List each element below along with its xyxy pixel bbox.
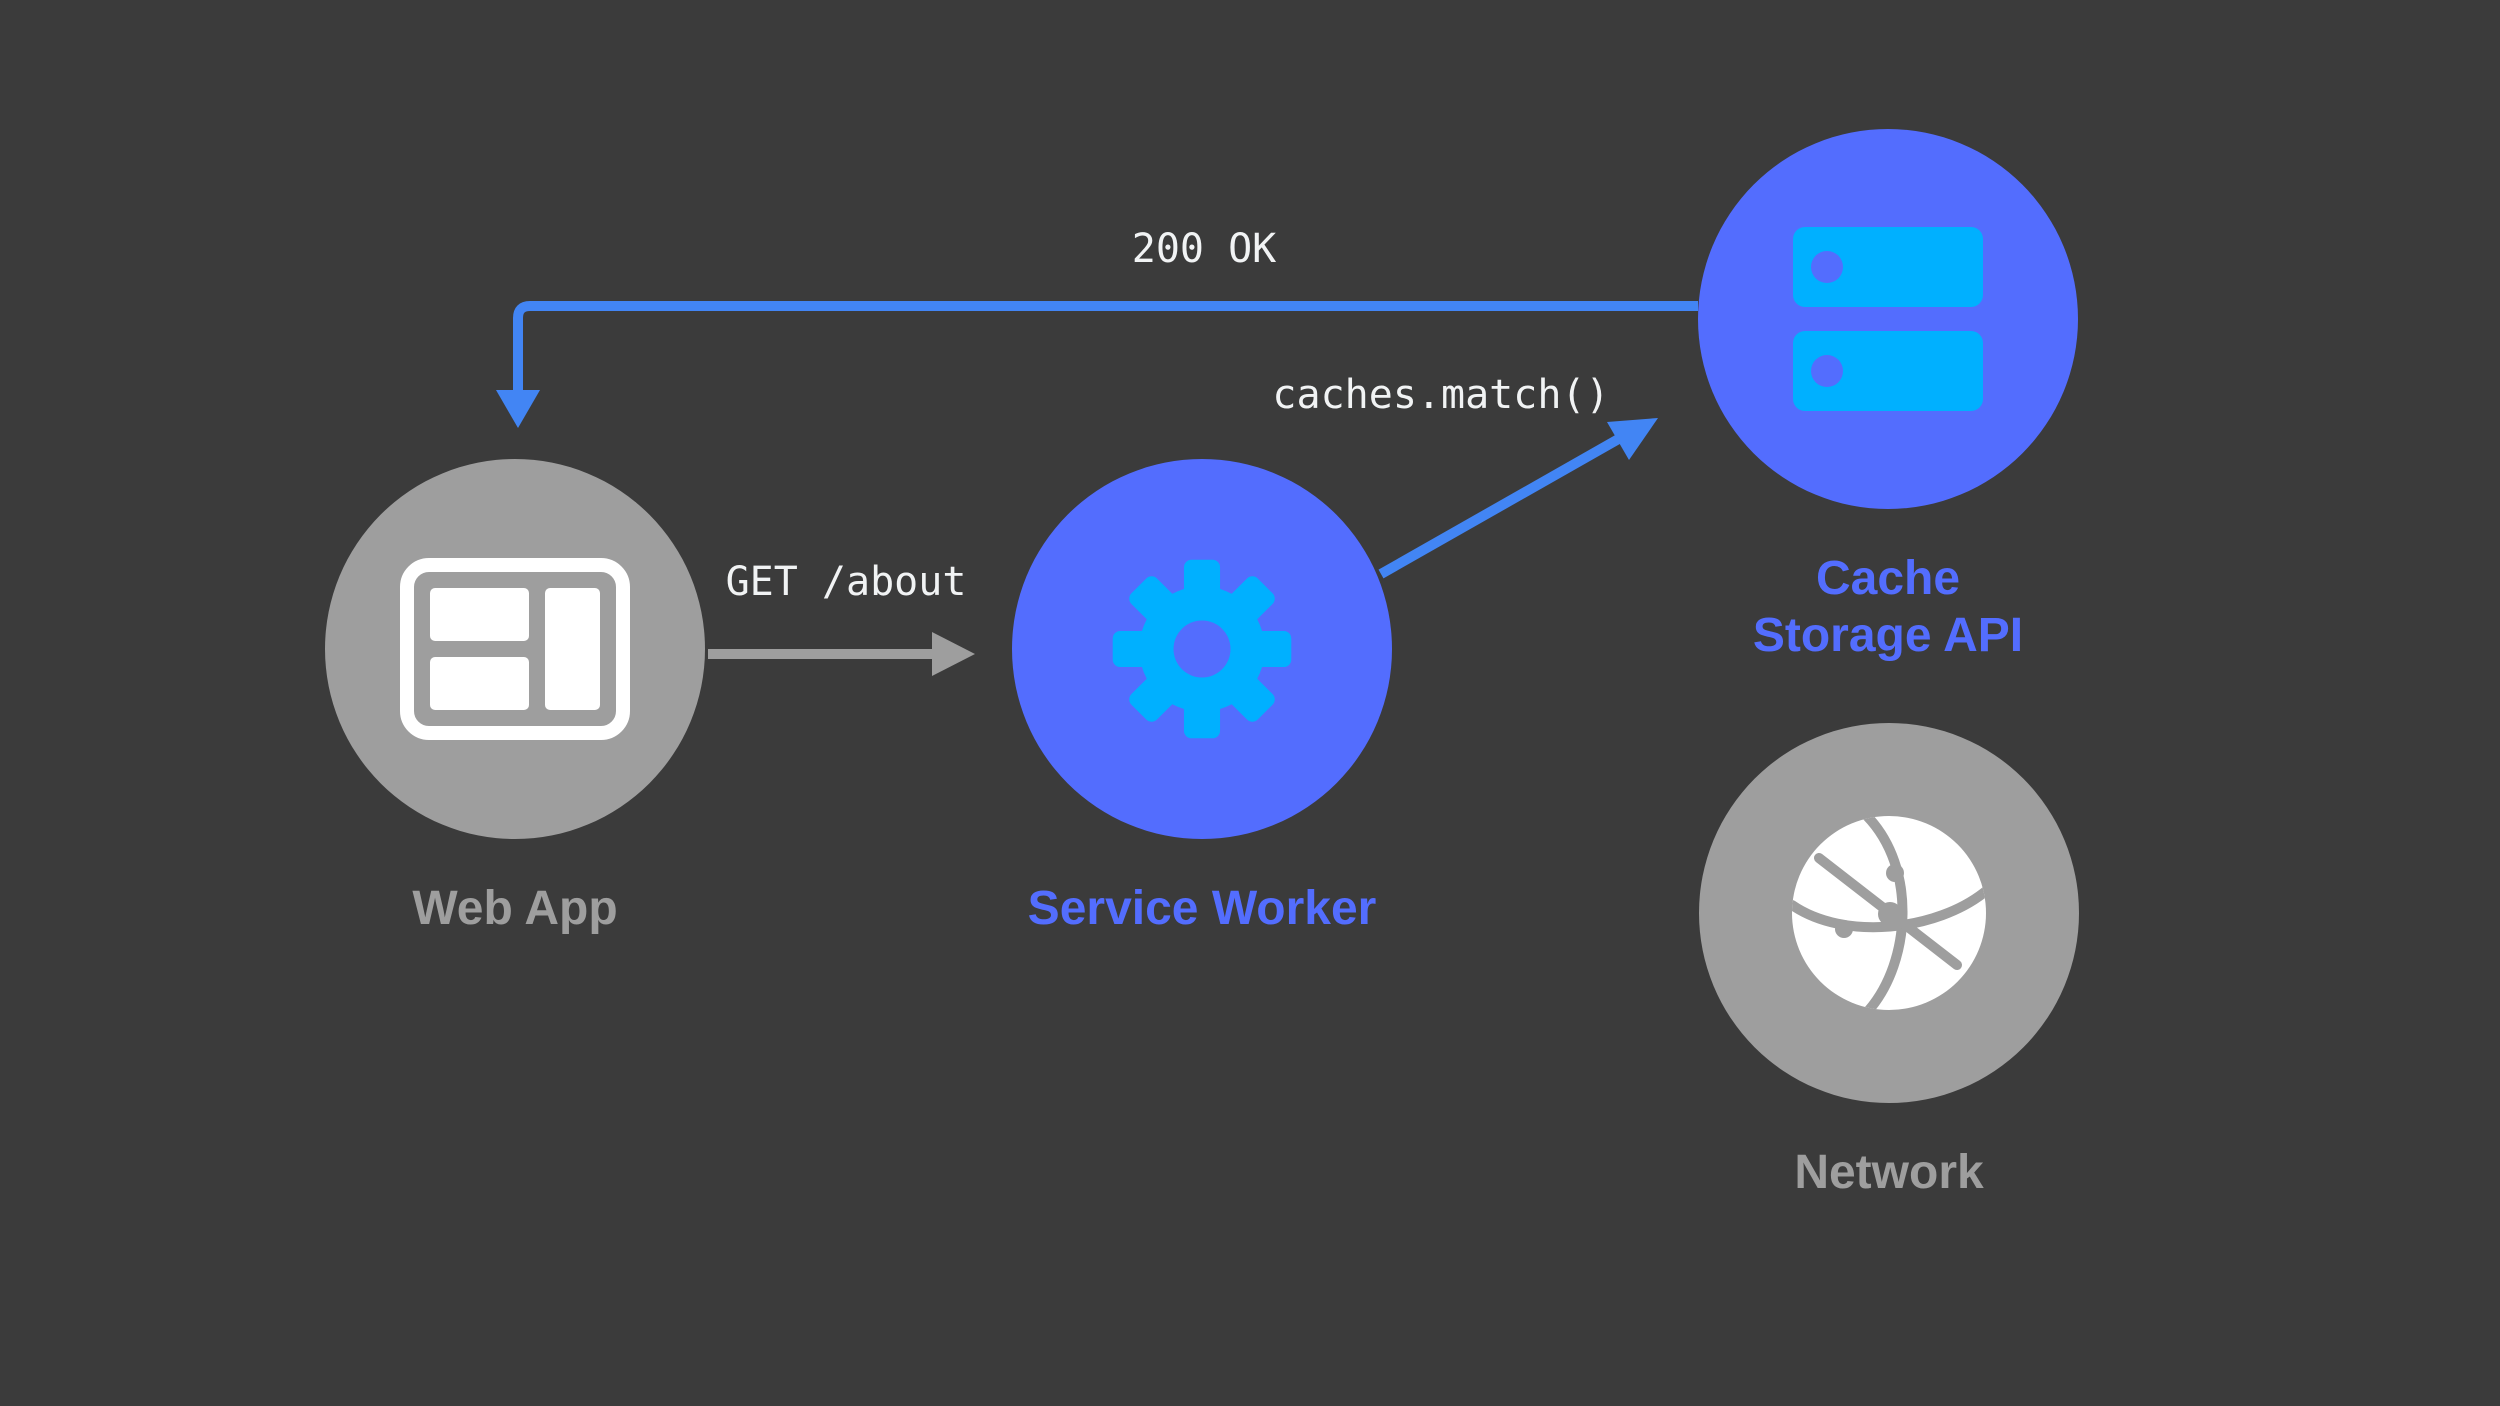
cache-storage-circle (1698, 129, 2078, 509)
service-worker-label: Service Worker (1027, 882, 1377, 935)
request-arrowhead (932, 632, 975, 676)
network-circle (1699, 723, 2079, 1103)
cache-storage-label-line2: Storage API (1752, 608, 2024, 662)
response-arrowhead (496, 390, 540, 428)
response-arrow (513, 301, 1698, 392)
cache-match-arrowhead (1607, 418, 1658, 460)
globe-icon (1792, 816, 1986, 1010)
web-app-label: Web App (412, 882, 618, 935)
browser-window-icon (400, 558, 630, 740)
response-arrow-label: 200 OK (1131, 226, 1277, 272)
cache-match-arrow (1378, 432, 1625, 579)
network-label: Network (1794, 1146, 1984, 1199)
gear-icon (1112, 559, 1292, 739)
service-worker-node: Service Worker (1012, 459, 1392, 938)
server-stack-icon (1793, 227, 1983, 411)
cache-storage-label-line1: Cache (1815, 552, 1961, 605)
network-node: Network (1699, 723, 2079, 1202)
service-worker-circle (1012, 459, 1392, 839)
cache-storage-label: Cache Storage API (1753, 551, 2023, 664)
web-app-circle (325, 459, 705, 839)
cache-storage-node: Cache Storage API (1698, 129, 2078, 664)
request-arrow-label: GET /about (725, 559, 967, 605)
cache-match-arrow-label: caches.match() (1272, 372, 1610, 418)
web-app-node: Web App (325, 459, 705, 938)
